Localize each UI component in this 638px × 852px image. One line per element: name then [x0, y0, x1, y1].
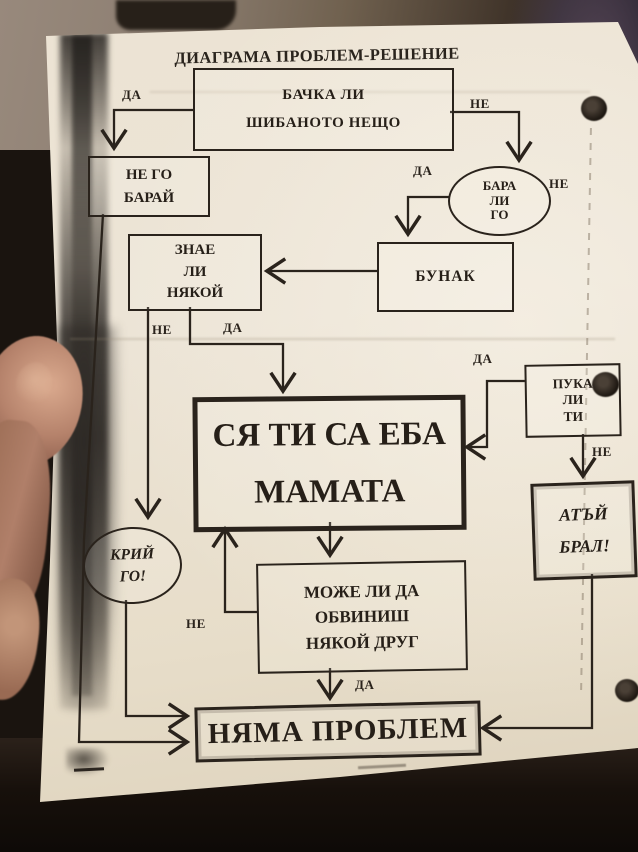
edge-krii-to-nyama	[124, 600, 191, 730]
edge-atai-to-nyama	[479, 574, 594, 742]
label-yes-top: ДА	[122, 87, 142, 102]
label-yes-puka: ДА	[473, 351, 493, 366]
paper-crease	[70, 338, 615, 340]
edge-puka-yes	[463, 379, 525, 461]
node-ne-go-barai: НЕ ГО БАРАЙ	[88, 156, 210, 217]
label-yes-bara: ДА	[413, 163, 433, 178]
bottom-left-smudge	[66, 748, 110, 776]
label-yes-znae: ДА	[223, 320, 243, 335]
node-mozhe-li-da-obvinish: МОЖЕ ЛИ ДА ОБВИНИШ НЯКОЙ ДРУГ	[256, 560, 468, 674]
node-znae-li-nyakoi: ЗНАЕ ЛИ НЯКОЙ	[128, 234, 262, 311]
label-no-mozhe: НЕ	[186, 616, 206, 631]
punch-hole-bottom	[615, 679, 638, 702]
edge-barai-to-nyama	[77, 213, 191, 756]
edge-bachka-yes	[100, 108, 193, 152]
paper-crease-top	[150, 91, 590, 93]
label-no-puka: НЕ	[592, 444, 612, 459]
edge-mozhe-no-return	[211, 525, 257, 614]
label-no-top: НЕ	[470, 96, 490, 111]
punch-hole-top	[581, 96, 607, 121]
punch-hole-middle	[592, 372, 619, 397]
label-no-bara: НЕ	[549, 176, 569, 191]
edge-bara-yes	[394, 195, 449, 238]
node-bara-li-go: БАРА ЛИ ГО	[448, 166, 551, 236]
node-bunak: БУНАК	[377, 242, 514, 312]
node-atai-bral: АТЪЙ БРАЛ!	[530, 480, 638, 581]
label-yes-mozhe: ДА	[355, 677, 375, 692]
node-bachka-li: БАЧКА ЛИ ШИБАНОТО НЕЩО	[193, 68, 454, 151]
edge-bachka-no	[450, 110, 533, 164]
label-no-znae: НЕ	[152, 322, 172, 337]
node-nyama-problem: НЯМА ПРОБЛЕМ	[194, 700, 482, 763]
dark-object-top	[116, 0, 236, 30]
node-sya-ti-sa-eba-mamata: СЯ ТИ СА ЕБА МАМАТА	[192, 394, 467, 533]
edge-znae-yes	[188, 307, 297, 395]
